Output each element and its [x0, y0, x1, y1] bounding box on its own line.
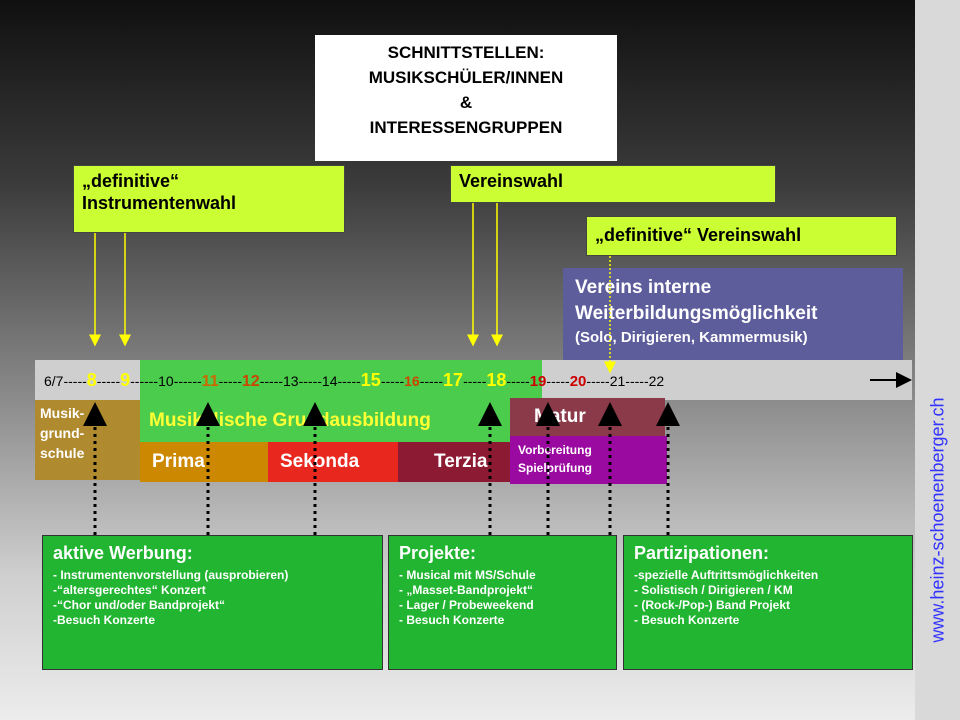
werbung-box: aktive Werbung: - Instrumentenvorstellun…	[42, 535, 383, 670]
vereinswahl-label: Vereinswahl	[459, 171, 564, 191]
prima-block: Prima	[140, 442, 268, 482]
partizipationen-box: Partizipationen: -spezielle Auftrittsmög…	[623, 535, 913, 670]
werbung-title: aktive Werbung:	[53, 543, 193, 563]
age-19: 19	[529, 373, 547, 390]
werbung-item: -Besuch Konzerte	[53, 613, 156, 627]
title-line-3: &	[459, 93, 473, 112]
age-18: 18	[486, 370, 507, 390]
age-22: 22	[648, 373, 665, 389]
age-8: 8	[86, 370, 97, 390]
sekonda-label: Sekonda	[280, 451, 360, 472]
terzia-label: Terzia	[434, 451, 488, 472]
title-line-2: MUSIKSCHÜLER/INNEN	[368, 68, 564, 87]
musikgrundschule-line-2: grund-	[40, 425, 85, 441]
prima-label: Prima	[152, 451, 205, 472]
sekonda-block: Sekonda	[268, 442, 398, 482]
partizipationen-item: -spezielle Auftrittsmöglichkeiten	[634, 568, 819, 582]
musikgrundschule-line-3: schule	[40, 445, 85, 461]
musikgrundschule-line-1: Musik-	[40, 405, 85, 421]
age-9: 9	[120, 370, 131, 390]
age-10: 10	[158, 373, 174, 389]
title-box: SCHNITTSTELLEN: MUSIKSCHÜLER/INNEN & INT…	[315, 35, 617, 161]
definitive-vereinswahl-box: „definitive“ Vereinswahl	[586, 216, 897, 256]
title-line-4: INTERESSENGRUPPEN	[369, 118, 563, 137]
age-16: 16	[404, 373, 420, 389]
instrumentenwahl-line-1: „definitive“	[82, 171, 180, 191]
projekte-item: - „Masset-Bandprojekt“	[399, 583, 534, 597]
partizipationen-title: Partizipationen:	[634, 543, 770, 563]
age-20: 20	[569, 373, 587, 390]
weiterbildung-subtitle: (Solo, Dirigieren, Kammermusik)	[575, 329, 808, 346]
vorbereitung-block: Vorbereitung Spielprüfung	[510, 436, 667, 484]
website-link[interactable]: www.heinz-schoenenberger.ch	[927, 397, 948, 643]
timeline-labels: 6/7-----8-----9------10------11-----12--…	[44, 370, 665, 390]
partizipationen-item: - Solistisch / Dirigieren / KM	[634, 583, 793, 597]
age-12: 12	[241, 373, 260, 390]
timeline-start: 6/7	[44, 373, 64, 389]
projekte-item: - Lager / Probeweekend	[399, 598, 534, 612]
title-line-1: SCHNITTSTELLEN:	[387, 43, 545, 62]
vorbereitung-line-2: Spielprüfung	[518, 461, 592, 475]
vorbereitung-line-1: Vorbereitung	[518, 443, 592, 457]
age-13: 13	[283, 373, 299, 389]
age-11: 11	[201, 373, 219, 390]
projekte-item: - Besuch Konzerte	[399, 613, 505, 627]
vereinswahl-box: Vereinswahl	[450, 165, 776, 203]
werbung-item: -“altersgerechtes“ Konzert	[53, 583, 206, 597]
age-17: 17	[443, 370, 464, 390]
projekte-box: Projekte: - Musical mit MS/Schule - „Mas…	[388, 535, 617, 670]
age-14: 14	[321, 373, 338, 389]
timeline-green-band	[140, 360, 542, 400]
projekte-item: - Musical mit MS/Schule	[399, 568, 536, 582]
projekte-title: Projekte:	[399, 543, 477, 563]
partizipationen-item: - (Rock-/Pop-) Band Projekt	[634, 598, 791, 612]
definitive-vereinswahl-label: „definitive“ Vereinswahl	[595, 225, 802, 245]
werbung-item: -“Chor und/oder Bandprojekt“	[53, 598, 225, 612]
age-21: 21	[609, 373, 626, 389]
partizipationen-item: - Besuch Konzerte	[634, 613, 740, 627]
werbung-item: - Instrumentenvorstellung (ausprobieren)	[53, 568, 289, 582]
weiterbildung-title: Vereins interne Weiterbildungsmöglichkei…	[575, 277, 818, 324]
weiterbildung-box: Vereins interne Weiterbildungsmöglichkei…	[563, 268, 903, 360]
instrumentenwahl-line-2: Instrumentenwahl	[82, 193, 237, 213]
sidebar-strip	[915, 0, 960, 720]
instrumentenwahl-box: „definitive“ Instrumentenwahl	[73, 165, 345, 233]
age-15: 15	[360, 370, 381, 390]
